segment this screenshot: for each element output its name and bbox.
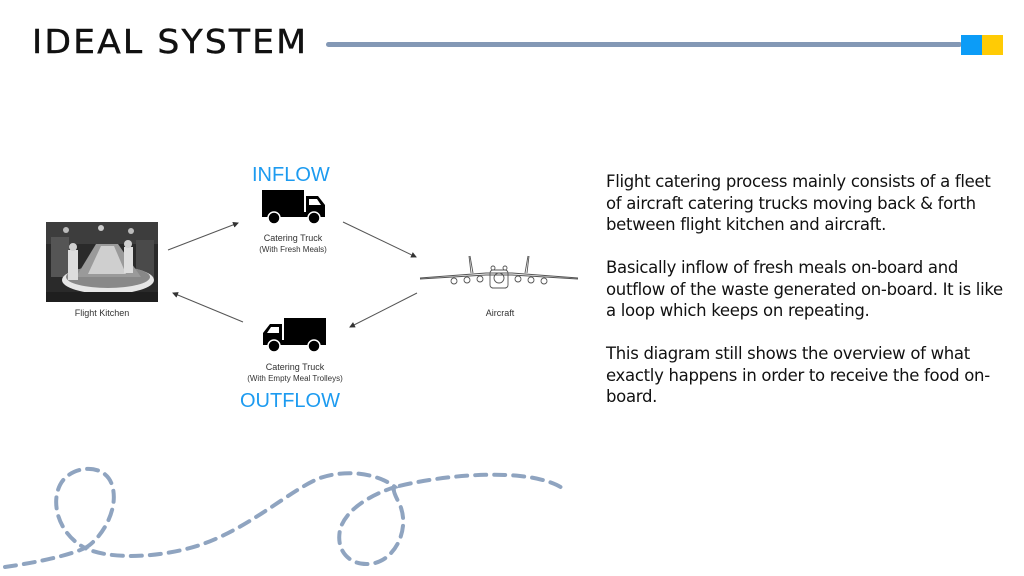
slide-title: IDEAL SYSTEM [32,22,309,61]
aircraft-label: Aircraft [485,308,515,318]
truck-in-caption: Catering Truck (With Fresh Meals) [238,232,348,256]
truck-out-subtitle: (With Empty Meal Trolleys) [247,374,343,383]
airplane-icon [418,250,580,295]
title-rule-divider [326,42,962,47]
truck-in-subtitle: (With Fresh Meals) [259,245,327,254]
description-paragraph: Flight catering process mainly consists … [606,172,991,234]
flight-kitchen-photo [46,222,158,302]
description-paragraph: Basically inflow of fresh meals on-board… [606,258,1003,320]
flight-kitchen-label: Flight Kitchen [74,308,130,318]
arrow-kitchen-to-truck-in [167,222,239,251]
description-paragraph: This diagram still shows the overview of… [606,344,990,406]
truck-icon [262,318,326,357]
accent-square-blue [961,35,982,55]
truck-icon [262,190,326,229]
arrow-truck-out-to-kitchen [172,292,244,323]
outflow-label: OUTFLOW [240,390,340,412]
arrow-aircraft-to-truck-out [349,292,418,328]
accent-square-yellow [982,35,1003,55]
truck-out-caption: Catering Truck (With Empty Meal Trolleys… [230,361,360,385]
arrow-truck-in-to-aircraft [342,221,417,258]
truck-out-title: Catering Truck [265,362,325,372]
inflow-label: INFLOW [252,164,330,186]
truck-in-title: Catering Truck [263,233,323,243]
decorative-dashed-squiggle [3,466,564,569]
description-text: Flight catering process mainly consists … [606,171,1006,429]
